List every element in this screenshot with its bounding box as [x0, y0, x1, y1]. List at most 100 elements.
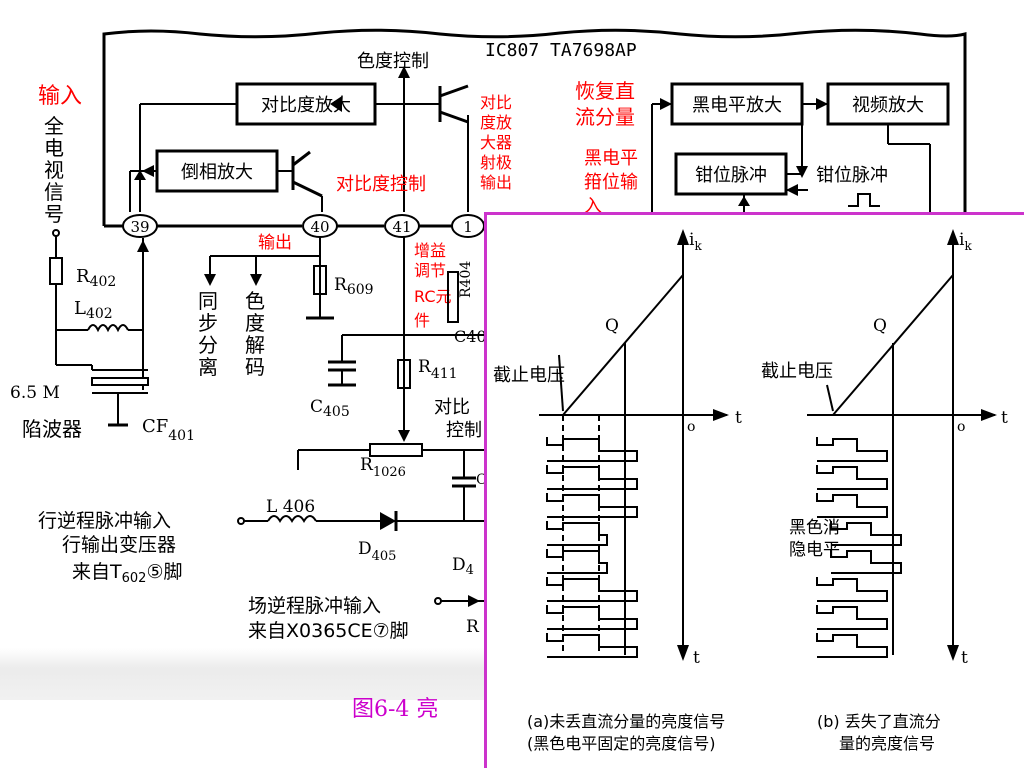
contrast-amp-block: 对比度放大	[235, 82, 377, 126]
chroma-decode-label: 色 度 解 码	[245, 289, 265, 379]
output-label: 输出	[258, 233, 292, 253]
r411-label: R411	[418, 357, 458, 382]
axis-t-b-bottom: t	[961, 648, 968, 668]
axis-i-b: ik	[959, 230, 972, 253]
pulse-symbol	[848, 193, 880, 207]
svg-text:流分量: 流分量	[575, 105, 635, 129]
d4-partial-label: D4	[452, 555, 474, 578]
q-label-a: Q	[605, 316, 619, 336]
svg-text:箝位输: 箝位输	[584, 172, 638, 193]
svg-text:C: C	[476, 472, 487, 488]
arrowheads	[134, 66, 828, 206]
svg-text:射极: 射极	[480, 153, 512, 172]
svg-text:色: 色	[245, 289, 265, 313]
r1026-label: R1026	[360, 455, 406, 480]
pin-39: 39	[122, 214, 158, 238]
svg-text:码: 码	[245, 355, 265, 379]
svg-text:信: 信	[44, 180, 64, 204]
svg-text:入: 入	[584, 196, 602, 217]
caption-a-line2: (黑色电平固定的亮度信号)	[527, 734, 716, 753]
pin-40: 40	[302, 214, 338, 238]
svg-text:步: 步	[198, 311, 218, 335]
svg-text:度: 度	[245, 311, 265, 335]
cutoff-pointer-b	[826, 384, 834, 412]
ic-outline	[102, 28, 967, 226]
line-flyback-label: 行逆程脉冲输入	[38, 510, 171, 532]
line-transformer-label: 行输出变压器	[62, 534, 176, 556]
origin-b: o	[957, 419, 965, 435]
svg-text:1: 1	[463, 218, 473, 236]
svg-text:对比: 对比	[480, 93, 512, 112]
invert-amp-block: 倒相放大	[155, 149, 279, 193]
r404-label: R404	[458, 261, 474, 298]
cutoff-pointer-a	[558, 354, 564, 412]
axis-t-b: t	[1001, 408, 1008, 428]
full-tv-signal-label: 全 电 视 信 号	[44, 114, 64, 226]
cutoff-label-b: 截止电压	[761, 361, 833, 382]
svg-text:39: 39	[130, 218, 149, 236]
svg-text:全: 全	[44, 114, 64, 138]
transistor-contrast	[438, 84, 469, 124]
l406-label: L 406	[266, 497, 315, 517]
cutoff-label-a: 截止电压	[493, 365, 565, 386]
svg-text:件: 件	[414, 311, 430, 330]
axis-t-a-bottom: t	[693, 648, 700, 668]
red-annotations: 输入 对比度控制 输出 对比 度放 大器 射极 输出 恢复直 流分量 黑电平 箝…	[38, 79, 638, 330]
clamp-pulse-block: 钳位脉冲	[674, 152, 788, 196]
svg-text:钳位脉冲: 钳位脉冲	[695, 165, 767, 186]
svg-text:号: 号	[44, 202, 64, 226]
d405-label: D405	[358, 539, 396, 564]
video-amp-block: 视频放大	[826, 82, 950, 126]
input-label: 输入	[38, 84, 82, 109]
black-level-amp-block: 黑电平放大	[670, 82, 804, 126]
caption-b-line1: (b) 丢失了直流分	[817, 712, 941, 731]
svg-text:恢复直: 恢复直	[575, 79, 635, 103]
sync-sep-label: 同 步 分 离	[198, 289, 218, 379]
curve-a	[562, 274, 684, 416]
input-network	[49, 229, 149, 427]
cf401-label: CF401	[142, 416, 195, 444]
svg-text:离: 离	[198, 355, 218, 379]
svg-text:对比度放大: 对比度放大	[261, 95, 351, 116]
from-x0365-label: 来自X0365CE⑦脚	[248, 620, 409, 642]
contrast-control-label: 对比度控制	[336, 174, 426, 195]
waveform-a	[546, 437, 638, 658]
waveform-b	[816, 437, 902, 658]
svg-text:视频放大: 视频放大	[852, 95, 924, 116]
c405-label: C405	[310, 397, 350, 420]
pin-1: 1	[451, 214, 485, 238]
svg-text:解: 解	[245, 333, 265, 357]
svg-text:增益: 增益	[414, 241, 446, 260]
transistor-invert	[291, 150, 323, 198]
svg-text:黑电平放大: 黑电平放大	[692, 95, 782, 116]
pin40-output	[209, 237, 334, 320]
q-label-b: Q	[873, 316, 887, 336]
black-blank-label: 黑色消	[789, 518, 840, 538]
svg-text:黑电平: 黑电平	[584, 148, 638, 169]
ic-title: IC807 TA7698AP	[485, 40, 637, 61]
svg-text:分: 分	[198, 333, 218, 357]
svg-text:调节: 调节	[414, 261, 446, 280]
trap-freq-label: 6.5 M	[10, 383, 60, 403]
l402-label: L402	[74, 298, 113, 322]
c40-partial-label: C40	[454, 327, 487, 346]
origin-a: o	[687, 419, 695, 435]
r609-label: R609	[334, 275, 374, 298]
axis-i-a: ik	[689, 230, 702, 253]
field-flyback-label: 场逆程脉冲输入	[248, 595, 381, 617]
svg-text:40: 40	[310, 218, 329, 236]
caption-b-line2: 量的亮度信号	[839, 734, 935, 753]
svg-text:度放: 度放	[480, 113, 512, 132]
svg-text:同: 同	[198, 289, 218, 313]
svg-text:RC元: RC元	[414, 287, 452, 306]
svg-text:倒相放大: 倒相放大	[181, 162, 253, 183]
r402-label: R402	[76, 266, 116, 290]
svg-text:视: 视	[44, 158, 64, 182]
caption-a-line1: (a)未丢直流分量的亮度信号	[527, 712, 725, 731]
contrast-ctrl2-label: 对比	[434, 397, 470, 418]
svg-text:电: 电	[44, 136, 64, 160]
chroma-control-label: 色度控制	[357, 51, 429, 72]
pin41-branch	[297, 237, 484, 520]
svg-text:输出: 输出	[480, 173, 512, 192]
